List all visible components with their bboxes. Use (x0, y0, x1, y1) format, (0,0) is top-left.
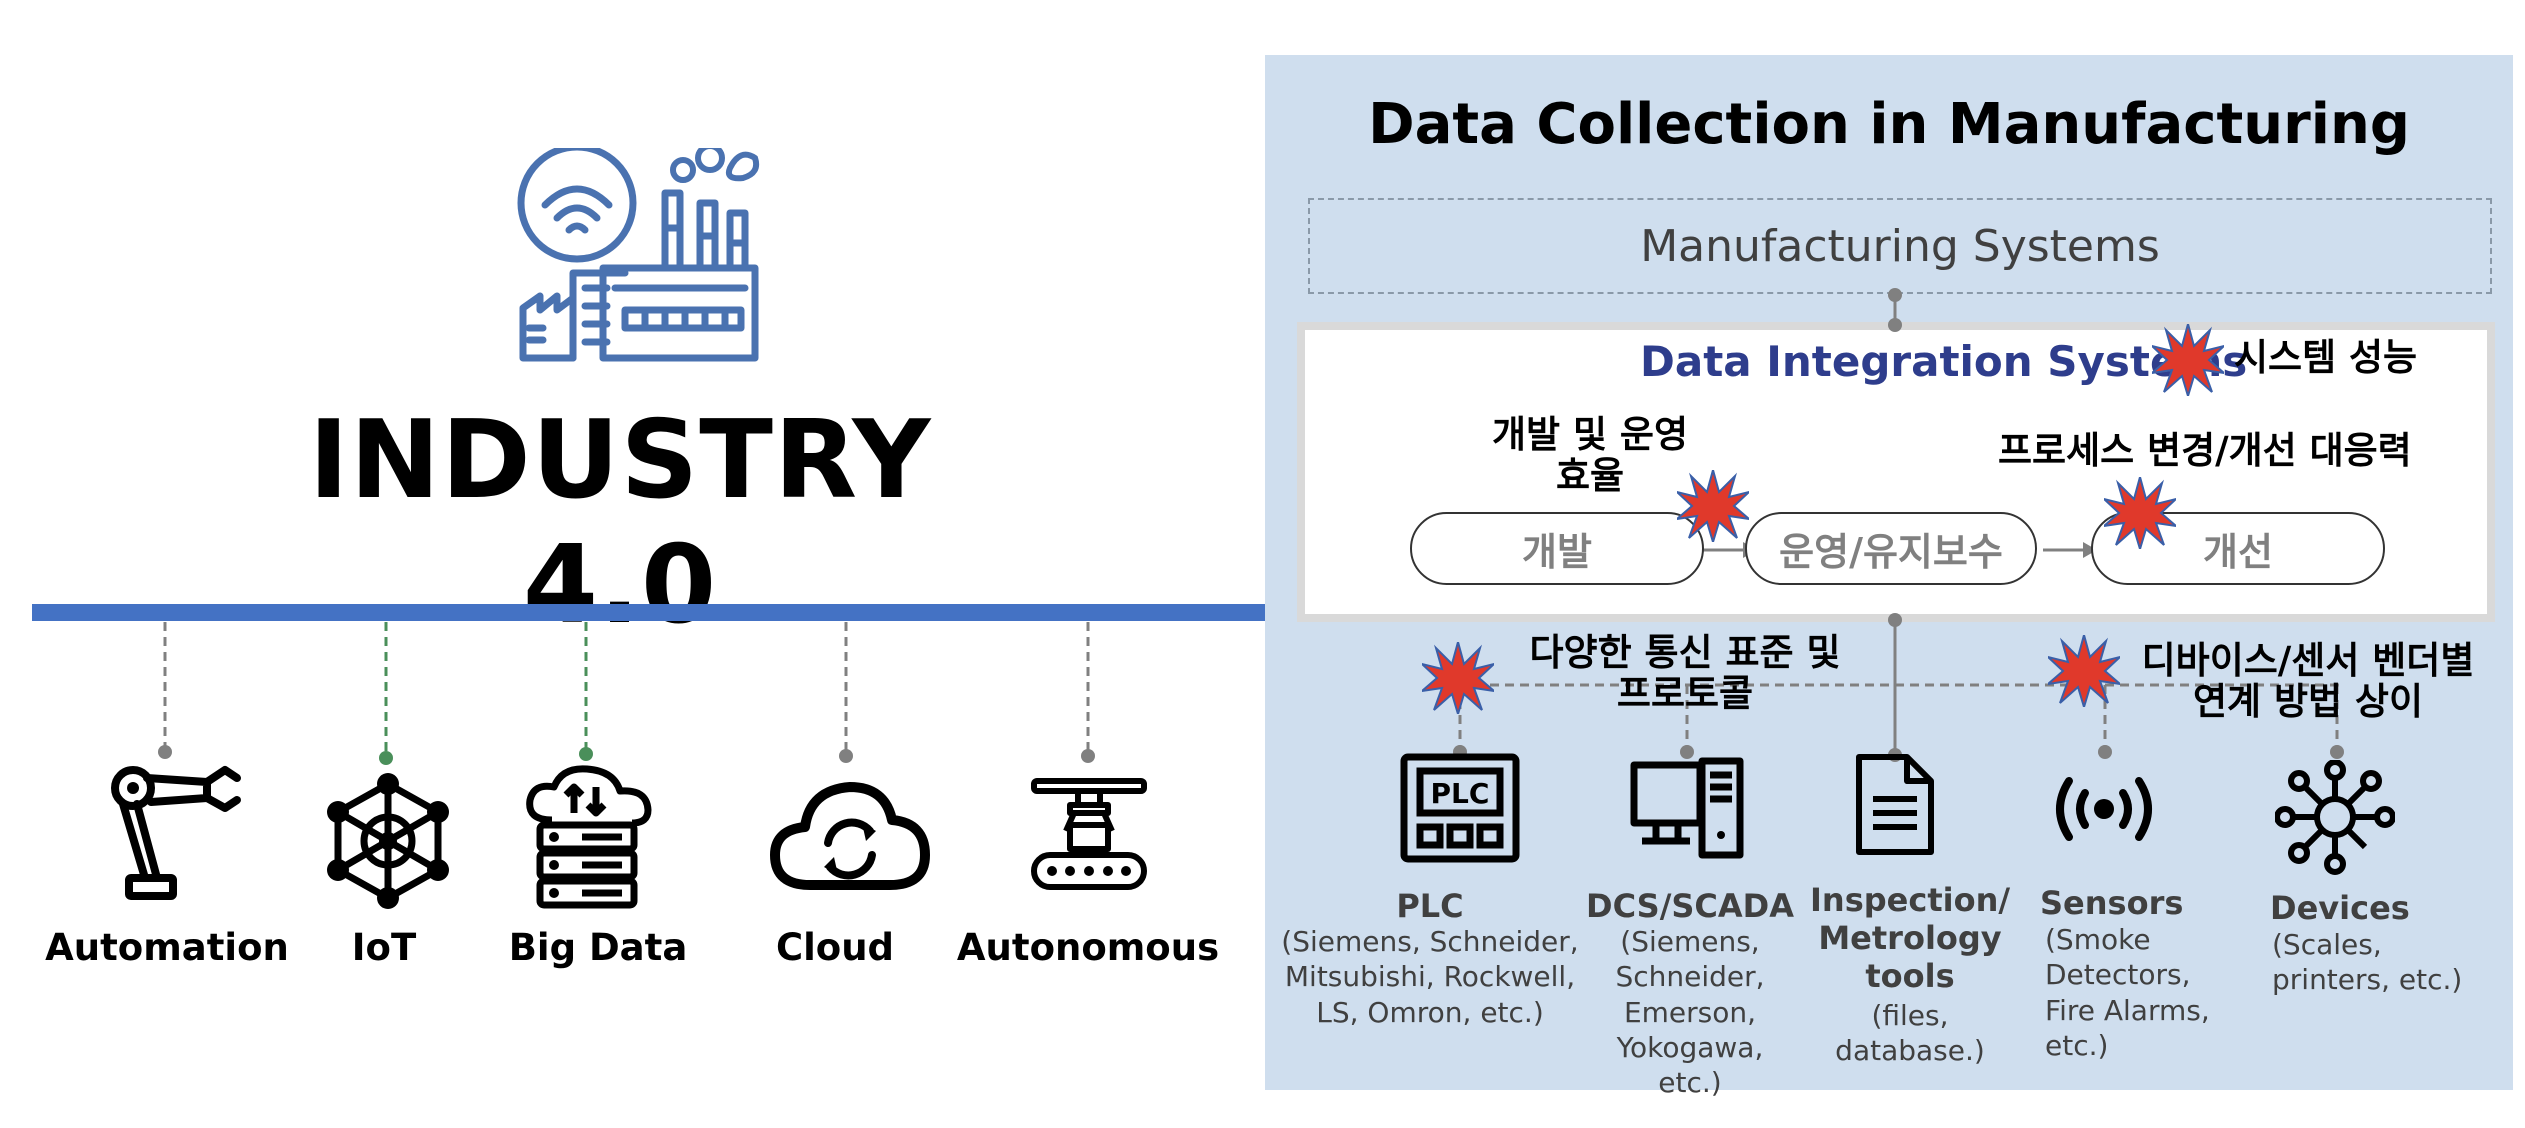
burst-icon-protocols (1422, 642, 1494, 714)
stage-operations: 운영/유지보수 (1745, 512, 2037, 585)
note-protocols-line1: 다양한 통신 표준 및 (1529, 631, 1841, 674)
note-protocols-line2: 프로토콜 (1616, 672, 1754, 716)
burst-icon-vendor (2048, 635, 2120, 707)
source-title-devices: Devices (2270, 889, 2410, 927)
svg-text:PLC: PLC (1431, 777, 1490, 810)
note-vendor-line1: 디바이스/센서 벤더별 (2141, 639, 2475, 682)
note-dev-ops-line2: 효율 (1555, 454, 1625, 498)
plc-icon: PLC (1400, 753, 1520, 863)
technology-connectors (158, 622, 1095, 765)
stage-improvement-label: 개선 (2203, 530, 2273, 574)
source-title-inspection: Inspection/ Metrology tools (1810, 881, 2011, 995)
sensor-icon (2056, 777, 2152, 841)
note-process-change: 프로세스 변경/개선 대응력 (1998, 429, 2412, 472)
technology-label-automation: Automation (45, 926, 289, 969)
connector-dot-cloud (839, 749, 853, 763)
stage-development-label: 개발 (1522, 530, 1592, 574)
technology-label-cloud: Cloud (775, 926, 895, 969)
manufacturing-systems-label: Manufacturing Systems (1640, 220, 2160, 272)
note-vendor: 디바이스/센서 벤더별 연계 방법 상이 (2118, 640, 2498, 723)
note-protocols: 다양한 통신 표준 및 프로토콜 (1502, 632, 1868, 715)
device-hub-icon (2275, 760, 2395, 875)
note-vendor-line2: 연계 방법 상이 (2192, 680, 2423, 724)
technology-label-iot: IoT (351, 926, 417, 969)
cloud-sync-icon (770, 782, 930, 890)
data-integration-title: Data Integration Systems (1640, 337, 2248, 386)
connector-dot-autonomous (1081, 749, 1095, 763)
source-desc-sensors: (Smoke Detectors, Fire Alarms, etc.) (2045, 923, 2210, 1062)
note-system-performance: 시스템 성능 (2234, 336, 2418, 379)
note-dev-ops-line1: 개발 및 운영 (1492, 413, 1688, 456)
panel-title: Data Collection in Manufacturing (1368, 92, 2410, 157)
industry-timeline-bar (32, 604, 1272, 621)
technology-label-autonomous: Autonomous (956, 926, 1220, 969)
connector-dot-iot (379, 751, 393, 765)
note-dev-ops-efficiency: 개발 및 운영 효율 (1460, 414, 1720, 497)
computer-icon (1630, 757, 1744, 859)
panel-connectors (1453, 288, 2344, 762)
burst-icon-system-performance (2152, 324, 2224, 396)
source-desc-inspection: (files, database.) (1835, 999, 1985, 1068)
document-icon (1856, 754, 1934, 855)
industry-title: INDUSTRY 4.0 (308, 398, 932, 648)
source-title-plc: PLC (1396, 887, 1464, 925)
connector-dot-big-data (579, 747, 593, 761)
big-data-server-icon (526, 765, 652, 909)
source-desc-dcs-scada: (Siemens, Schneider, Emerson, Yokogawa, … (1615, 925, 1765, 1100)
source-title-sensors: Sensors (2040, 884, 2184, 922)
robot-arm-icon (111, 766, 241, 900)
source-desc-plc: (Siemens, Schneider, Mitsubishi, Rockwel… (1281, 925, 1579, 1029)
source-title-dcs-scada: DCS/SCADA (1586, 887, 1794, 925)
stage-development: 개발 (1410, 512, 1704, 585)
burst-icon-process-change (2104, 477, 2176, 549)
autonomous-conveyor-icon (1031, 778, 1147, 890)
factory-icon (517, 148, 760, 362)
connector-dot-automation (158, 745, 172, 759)
stage-operations-label: 운영/유지보수 (1779, 530, 2003, 574)
source-desc-devices: (Scales, printers, etc.) (2272, 928, 2463, 997)
technology-label-big-data: Big Data (508, 926, 688, 969)
iot-network-icon (327, 773, 449, 909)
